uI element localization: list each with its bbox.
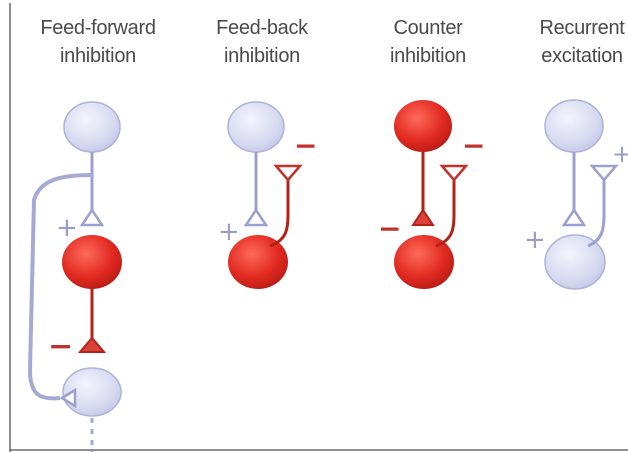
plus-sign: + — [218, 217, 240, 247]
excitatory-synapse — [79, 207, 105, 227]
excitatory-neuron-bottom — [62, 367, 122, 417]
title-counter-inhibition: Counter inhibition — [358, 14, 498, 70]
excitatory-synapse-up — [589, 164, 619, 182]
title-line: Feed-forward — [40, 17, 156, 39]
inhibitory-synapse-down — [411, 208, 435, 226]
inhibitory-neuron-bottom — [394, 235, 454, 289]
inhibitory-neuron-top — [394, 100, 452, 152]
excitatory-neuron-top — [63, 101, 121, 153]
inhibitory-axon-up — [435, 178, 456, 248]
excitatory-neuron-bottom — [544, 234, 606, 290]
minus-sign: − — [378, 212, 401, 245]
panel-recurrent-excitation: + + — [524, 99, 628, 290]
minus-sign: − — [48, 329, 73, 364]
title-feed-back-inhibition: Feed-back inhibition — [192, 14, 332, 70]
title-feed-forward-inhibition: Feed-forward inhibition — [28, 14, 168, 70]
excitatory-synapse-down — [561, 207, 587, 227]
excitatory-synapse — [243, 207, 269, 227]
title-line: inhibition — [224, 45, 300, 67]
recurrent-axon-up — [587, 178, 606, 248]
plus-sign: + — [524, 225, 546, 255]
inhibitory-synapse-up — [439, 164, 469, 182]
inhibitory-synapse — [273, 164, 303, 182]
title-line: Counter — [393, 17, 463, 39]
collateral-synapse — [59, 387, 77, 409]
minus-sign: − — [294, 129, 317, 162]
title-recurrent-excitation: Recurrent excitation — [512, 14, 628, 70]
title-line: inhibition — [390, 45, 466, 67]
excitatory-neuron-top — [544, 99, 604, 153]
inhibitory-interneuron — [62, 235, 122, 289]
title-line: Feed-back — [216, 17, 308, 39]
excitatory-neuron — [227, 101, 285, 153]
title-line: inhibition — [60, 45, 136, 67]
inhibitory-interneuron — [228, 235, 288, 289]
inhibitory-feedback-axon — [269, 178, 290, 248]
plus-sign: + — [56, 213, 78, 243]
title-line: excitation — [541, 45, 623, 67]
minus-sign: − — [462, 129, 485, 162]
title-line: Recurrent — [539, 17, 625, 39]
panel-feed-back-inhibition: + − — [218, 101, 317, 289]
panel-counter-inhibition: − − — [378, 100, 485, 289]
inhibitory-synapse — [77, 336, 107, 353]
plus-sign: + — [612, 140, 628, 168]
feed-forward-collateral — [27, 173, 93, 401]
panel-feed-forward-inhibition: + − — [27, 101, 122, 452]
